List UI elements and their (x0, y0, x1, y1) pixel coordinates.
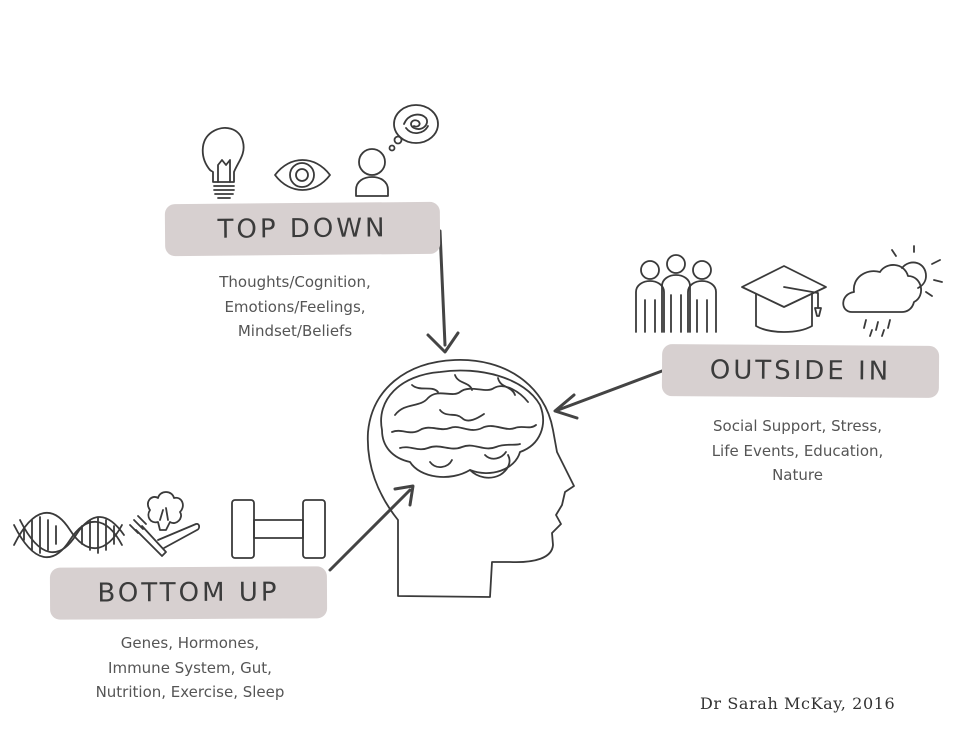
dna-icon (13, 512, 125, 558)
top-down-line-1: Thoughts/Cognition, (219, 273, 371, 291)
arrow-outside-in (553, 369, 664, 420)
outside-in-line-2: Life Events, Education, (711, 441, 884, 460)
lightbulb-icon (201, 127, 245, 199)
outside-in-label: OUTSIDE IN (661, 344, 940, 398)
bottom-up-line-3: Nutrition, Exercise, Sleep (95, 683, 285, 701)
bottom-up-label: BOTTOM UP (49, 566, 328, 620)
thinking-person-icon (355, 104, 439, 197)
top-down-label: TOP DOWN (164, 201, 441, 257)
outside-in-description: Social Support, Stress, Life Events, Edu… (690, 414, 905, 488)
arrow-bottom-up (328, 484, 415, 572)
bottom-up-description: Genes, Hormones, Immune System, Gut, Nut… (70, 631, 310, 705)
top-down-line-2: Emotions/Feelings, (224, 297, 366, 316)
broccoli-fork-knife-icon (129, 491, 201, 557)
author-credit: Dr Sarah McKay, 2016 (700, 694, 896, 713)
outside-in-line-1: Social Support, Stress, (713, 417, 882, 435)
bottom-up-line-1: Genes, Hormones, (120, 634, 260, 652)
head-brain-icon (366, 359, 575, 598)
rain-cloud-sun-icon (842, 245, 943, 337)
dumbbell-icon (231, 499, 326, 559)
eye-icon (274, 159, 331, 191)
arrow-top-down (426, 229, 460, 354)
top-down-description: Thoughts/Cognition, Emotions/Feelings, M… (195, 270, 395, 344)
outside-in-line-3: Nature (772, 466, 823, 484)
graduation-cap-icon (741, 265, 827, 333)
people-group-icon (635, 254, 717, 333)
bottom-up-line-2: Immune System, Gut, (108, 658, 272, 677)
top-down-line-3: Mindset/Beliefs (237, 322, 353, 340)
